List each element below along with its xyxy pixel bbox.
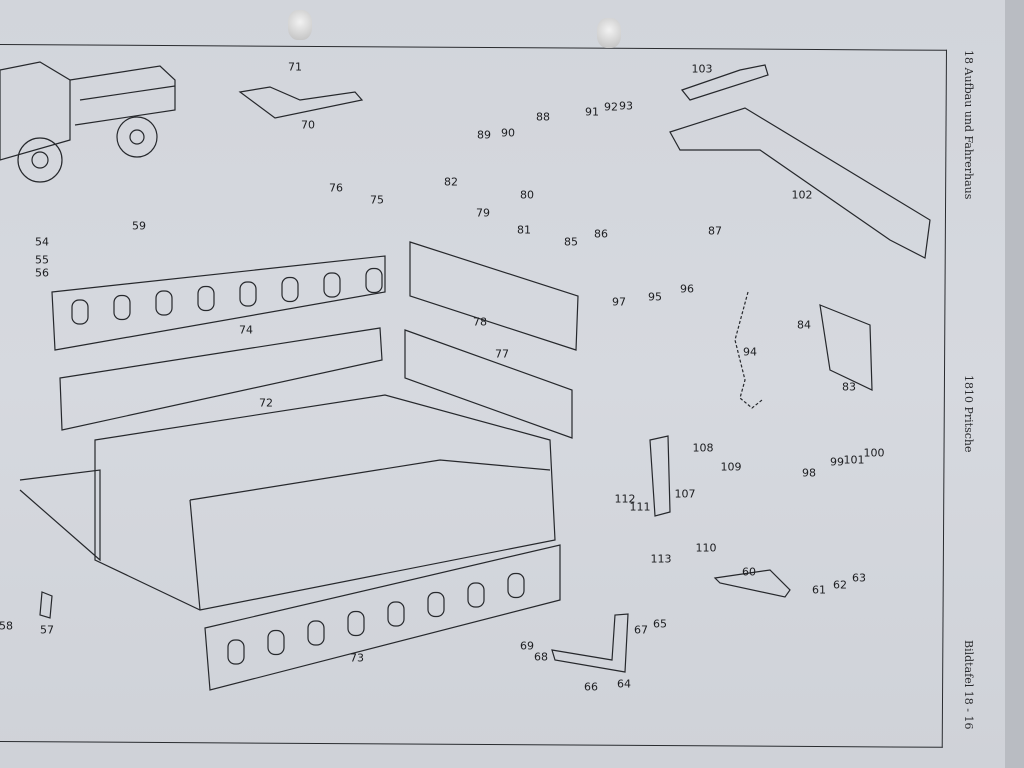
part-number-label: 65 [653,617,667,631]
section-title: 18 Aufbau und Fahrerhaus [962,50,975,200]
panel-73 [204,544,561,691]
part-60-bracket [713,569,791,598]
part-number-label: 66 [584,680,598,694]
part-number-label: 102 [791,188,813,202]
panel-hole [347,610,365,637]
part-number-label: 63 [852,571,866,585]
part-number-label: 86 [594,227,608,241]
pushpin-icon [597,18,621,48]
panel-hole [227,639,245,665]
panel-hole [113,294,131,321]
panel-hole [155,290,173,316]
part-number-label: 59 [132,219,146,233]
part-number-label: 108 [692,441,714,455]
panel-hole [323,272,341,298]
part-102-beam [669,107,931,259]
part-number-label: 72 [259,396,273,410]
panel-hole [307,620,325,646]
part-number-label: 69 [520,639,534,653]
part-70-bracket [238,86,364,119]
part-number-label: 97 [612,295,626,309]
part-number-label: 73 [350,651,364,665]
part-103-latch [680,64,769,101]
part-number-label: 81 [517,223,531,237]
part-83-step [819,304,873,391]
part-number-label: 95 [648,290,662,304]
part-number-label: 98 [802,466,816,480]
part-number-label: 90 [501,126,515,140]
part-number-label: 54 [35,235,49,249]
part-number-label: 94 [743,345,757,359]
panel-77 [404,329,573,439]
panel-hole [239,281,257,307]
part-number-label: 111 [629,500,651,514]
part-number-label: 110 [695,541,717,555]
part-number-label: 57 [40,623,54,637]
part-number-label: 68 [534,650,548,664]
panel-hole [281,276,299,303]
part-107-link [649,435,671,517]
page-edge [1005,0,1024,768]
part-number-label: 80 [520,188,534,202]
part-number-label: 91 [585,105,599,119]
part-number-label: 67 [634,623,648,637]
plate-number: Bildtafel 18 - 16 [962,640,975,730]
part-number-label: 87 [708,224,722,238]
part-number-label: 61 [812,583,826,597]
part-number-label: 78 [473,315,487,329]
part-number-label: 79 [476,206,490,220]
part-number-label: 113 [650,552,672,566]
part-number-label: 55 [35,253,49,267]
part-64-bracket [551,613,629,673]
pushpin-icon [288,10,312,40]
part-number-label: 75 [370,193,384,207]
part-number-label: 88 [536,110,550,124]
part-number-label: 103 [691,62,713,76]
part-number-label: 107 [674,487,696,501]
part-number-label: 60 [742,565,756,579]
part-57-clip [39,591,53,619]
panel-hole [71,299,89,325]
part-number-label: 58 [0,619,13,633]
part-number-label: 99 [830,455,844,469]
part-number-label: 71 [288,60,302,74]
part-94-chain [734,291,763,409]
part-number-label: 92 [604,100,618,114]
panel-hole [427,591,445,618]
part-number-label: 101 [843,453,865,467]
part-number-label: 70 [301,118,315,132]
part-number-label: 76 [329,181,343,195]
part-number-label: 89 [477,128,491,142]
panel-hole [365,267,383,294]
panel-hole [197,285,215,312]
part-number-label: 74 [239,323,253,337]
truck-bed [19,394,556,611]
panel-hole [507,572,525,599]
part-number-label: 84 [797,318,811,332]
panel-hole [467,582,485,608]
part-number-label: 56 [35,266,49,280]
panel-hole [387,601,405,627]
panel-74 [51,255,386,351]
part-number-label: 109 [720,460,742,474]
panel-72 [59,327,383,431]
part-number-label: 96 [680,282,694,296]
group-title: 1810 Pritsche [962,375,975,453]
part-number-label: 93 [619,99,633,113]
part-number-label: 85 [564,235,578,249]
part-number-label: 77 [495,347,509,361]
part-number-label: 112 [614,492,636,506]
part-number-label: 82 [444,175,458,189]
truck-illustration [0,61,176,183]
part-number-label: 100 [863,446,885,460]
panel-hole [267,629,285,656]
part-number-label: 62 [833,578,847,592]
part-number-label: 83 [842,380,856,394]
part-number-label: 64 [617,677,631,691]
panel-78 [409,241,579,351]
